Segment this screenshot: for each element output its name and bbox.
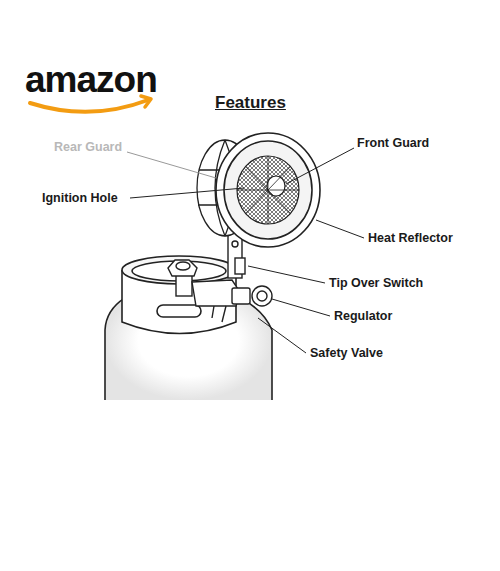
leader-lines <box>127 148 364 353</box>
diagram-title: Features <box>215 93 286 113</box>
part-label: Regulator <box>334 309 392 324</box>
logo-smile <box>30 100 148 112</box>
part-label: Safety Valve <box>310 346 383 361</box>
tank-valve <box>168 260 197 296</box>
front-guard <box>237 156 299 224</box>
brand-logo: amazon <box>25 60 157 100</box>
part-label: Tip Over Switch <box>329 276 423 291</box>
part-label: Rear Guard <box>54 140 122 155</box>
part-label: Front Guard <box>357 136 429 151</box>
part-label: Heat Reflector <box>368 231 453 246</box>
heat-reflector <box>216 133 320 247</box>
part-label: Ignition Hole <box>42 191 118 206</box>
regulator <box>192 280 272 322</box>
